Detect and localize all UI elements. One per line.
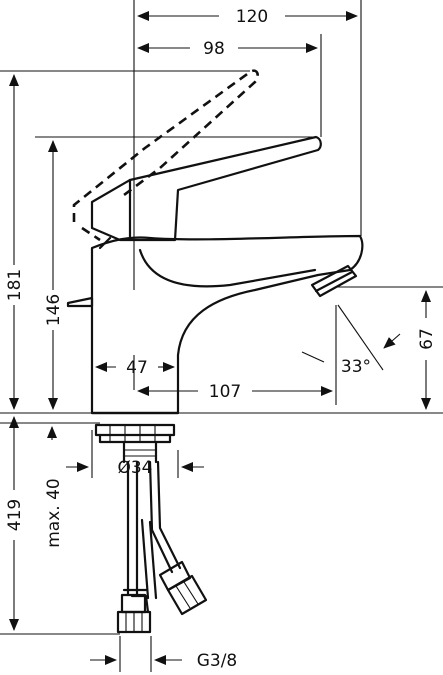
dimension-lines <box>9 11 431 665</box>
dim-47: 47 <box>126 358 148 378</box>
dim-107: 107 <box>209 382 241 402</box>
dim-120: 120 <box>236 7 268 27</box>
dim-67: 67 <box>417 328 437 350</box>
dim-146: 146 <box>44 294 64 326</box>
dim-33-degrees: 33° <box>341 357 371 377</box>
lever-dashed-position <box>72 69 260 242</box>
dim-181: 181 <box>5 269 25 301</box>
dim-419: 419 <box>5 499 25 531</box>
dim-diameter-34: Ø34 <box>117 458 152 478</box>
dim-max-40: max. 40 <box>44 478 64 547</box>
dim-98: 98 <box>203 39 225 59</box>
mounting-hardware <box>94 423 208 634</box>
dim-g3-8: G3/8 <box>197 651 238 671</box>
dimension-labels: 120 98 181 146 47 107 33° 67 419 max. 40… <box>5 7 437 671</box>
